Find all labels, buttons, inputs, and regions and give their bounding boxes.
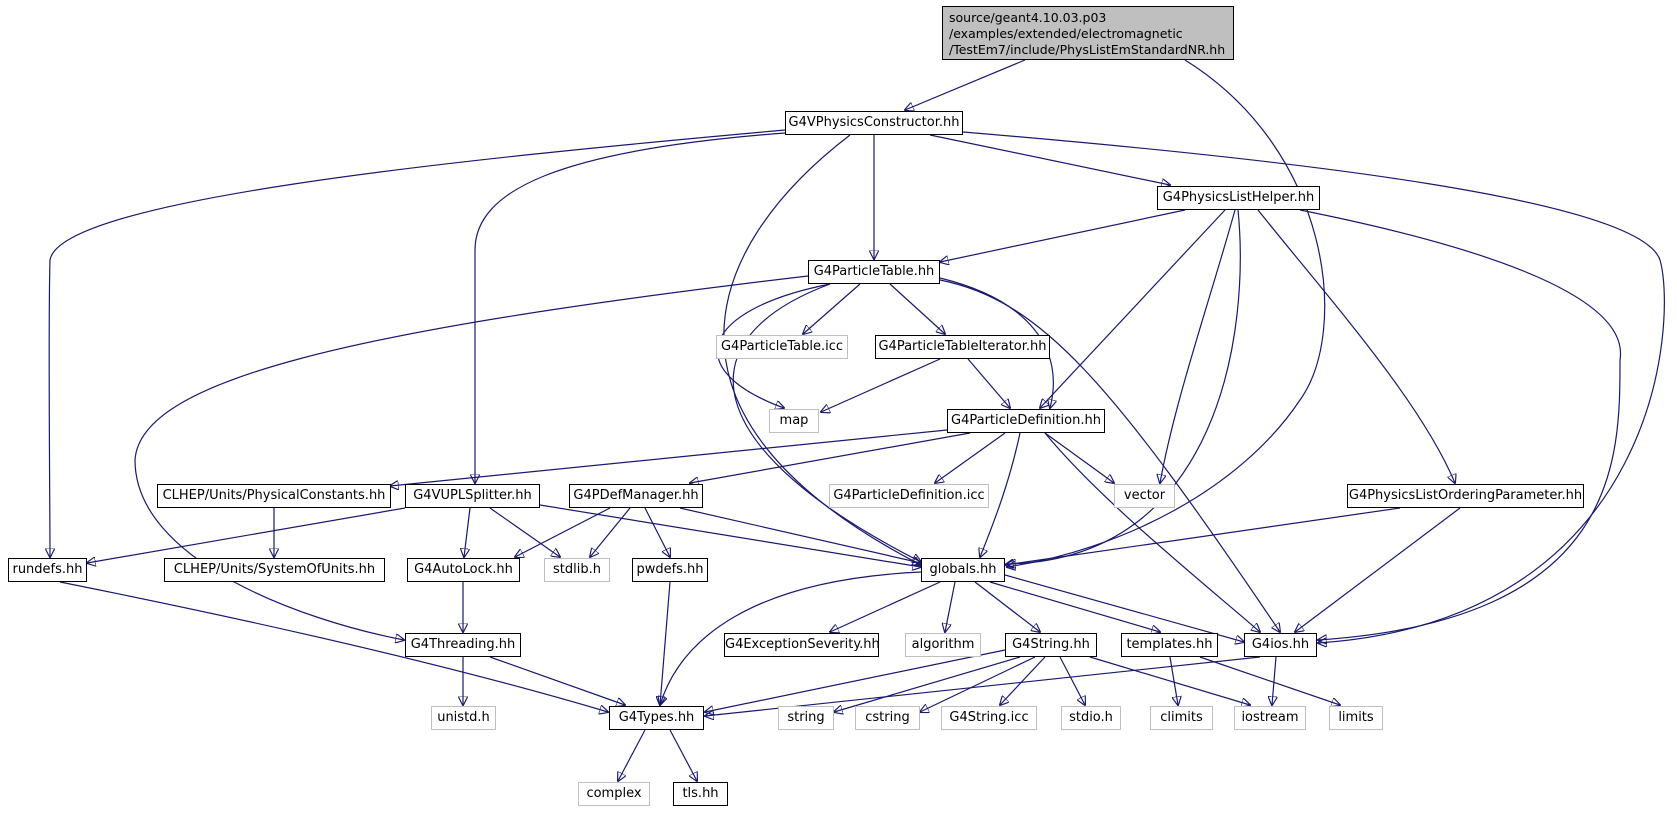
node-templates[interactable]: templates.hh [1121,633,1218,657]
edge-table-globals [732,283,921,562]
edge-root-vpc [905,59,1026,110]
edge-vpc-helper [929,134,1170,185]
edge-table-threading [134,275,809,640]
edge-splitter-globals [539,504,921,567]
edge-helper-partdef [1040,209,1226,408]
edge-table-icc [803,283,861,334]
edge-table-iterator [889,283,945,334]
node-g4particledefinition-icc[interactable]: G4ParticleDefinition.icc [829,484,989,508]
edge-rundefs-types [59,581,608,712]
edge-table-g4ios [939,279,1280,632]
edge-helper-ordering [1257,209,1455,483]
node-g4threading[interactable]: G4Threading.hh [405,633,521,657]
edge-partdef-pdefmgr [690,432,971,483]
edge-string-icc [1000,656,1046,705]
node-g4types[interactable]: G4Types.hh [609,706,704,730]
edge-types-tls [669,729,697,781]
root-file-path-line3: /TestEm7/include/PhysListEmStandardNR.hh [949,42,1226,57]
edge-globals-templates [989,581,1160,632]
edge-globals-alg [945,581,956,632]
node-physicalconstants[interactable]: CLHEP/Units/PhysicalConstants.hh [157,484,391,508]
node-g4pdefmanager[interactable]: G4PDefManager.hh [569,484,703,508]
node-globals[interactable]: globals.hh [921,558,1005,582]
edge-templates-climits [1169,656,1178,705]
node-cstring[interactable]: cstring [855,706,920,730]
edge-partdef-icc [935,432,1006,483]
root-file-path-line1: source/geant4.10.03.p03 [949,10,1107,25]
edge-string-types [705,649,1006,712]
edge-threading-types [489,656,625,705]
node-g4physicslisthelper[interactable]: G4PhysicsListHelper.hh [1157,186,1320,210]
edge-splitter-stdlib [489,507,560,557]
node-rundefs[interactable]: rundefs.hh [8,558,87,582]
node-unistd[interactable]: unistd.h [431,706,496,730]
edge-pwdefs-types [660,581,671,705]
node-g4vphysicsconstructor[interactable]: G4VPhysicsConstructor.hh [785,111,963,135]
node-iostream[interactable]: iostream [1234,706,1306,730]
edge-helper-globals [1007,209,1241,564]
node-g4particletable-icc[interactable]: G4ParticleTable.icc [716,335,848,359]
edge-partdef-globals [980,432,1021,557]
node-g4particletable[interactable]: G4ParticleTable.hh [808,260,940,284]
node-g4autolock[interactable]: G4AutoLock.hh [407,558,520,582]
edge-g4ios-iostream [1272,656,1276,705]
node-algorithm[interactable]: algorithm [905,633,981,657]
node-g4ios[interactable]: G4ios.hh [1244,633,1317,657]
edge-splitter-autolock [464,507,471,557]
edge-pdef-stdlib [590,507,631,557]
node-g4string[interactable]: G4String.hh [1005,633,1097,657]
edge-partdef-physconst [390,429,948,486]
node-limits[interactable]: limits [1329,706,1383,730]
node-g4exceptionseverity[interactable]: G4ExceptionSeverity.hh [724,633,879,657]
node-g4physicslistorderingparameter[interactable]: G4PhysicsListOrderingParameter.hh [1347,484,1584,508]
root-file-path-line2: /examples/extended/electromagnetic [949,26,1183,41]
edge-globals-exc [830,581,941,632]
node-stdio[interactable]: stdio.h [1061,706,1121,730]
edge-helper-g4ios [1299,209,1622,640]
node-climits[interactable]: climits [1150,706,1213,730]
edge-partdef-vector [1044,432,1114,483]
edge-globals-types [660,571,922,705]
edge-partdef-g4ios [1044,432,1260,632]
edge-vpc-g4ios [962,131,1665,643]
node-tls[interactable]: tls.hh [673,782,728,806]
edge-string-stdio [1059,656,1085,705]
edge-helper-vector [1160,209,1236,483]
edge-ordering-globals [1005,507,1401,565]
edge-helper-table [940,209,1186,262]
node-pwdefs[interactable]: pwdefs.hh [632,558,708,582]
edge-iterator-map [821,358,941,412]
edge-globals-g4ios [1004,574,1244,642]
edge-pdef-globals [679,507,921,563]
edge-templates-limits [1199,656,1340,705]
edge-globals-string [974,581,1040,632]
edge-splitter-rundefs [87,507,406,563]
node-g4string-icc[interactable]: G4String.icc [941,706,1037,730]
root-file-node[interactable]: source/geant4.10.03.p03 /examples/extend… [942,6,1234,60]
node-complex[interactable]: complex [578,782,650,806]
edge-iterator-partdef [967,358,1010,408]
edge-ordering-g4ios [1295,507,1461,632]
node-g4vuplsplitter[interactable]: G4VUPLSplitter.hh [405,484,540,508]
edge-string-cstring [920,656,1036,712]
node-map[interactable]: map [769,409,819,433]
edge-pdef-autolock [515,507,611,557]
edge-root-globals [1007,59,1326,567]
node-vector[interactable]: vector [1114,484,1175,508]
edge-vpc-splitter [475,132,786,483]
node-g4particletableiterator[interactable]: G4ParticleTableIterator.hh [875,335,1050,359]
node-stdlib[interactable]: stdlib.h [544,558,610,582]
edge-types-complex [618,729,646,781]
edge-pdef-pwdefs [644,507,670,557]
node-string[interactable]: string [778,706,834,730]
edge-string-string [834,656,1021,712]
node-systemofunits[interactable]: CLHEP/Units/SystemOfUnits.hh [164,558,385,582]
node-g4particledefinition[interactable]: G4ParticleDefinition.hh [947,409,1105,433]
edge-string-iostream [1089,656,1250,705]
edge-vpc-rundefs [49,129,786,557]
edge-table-partdef [939,277,1053,408]
